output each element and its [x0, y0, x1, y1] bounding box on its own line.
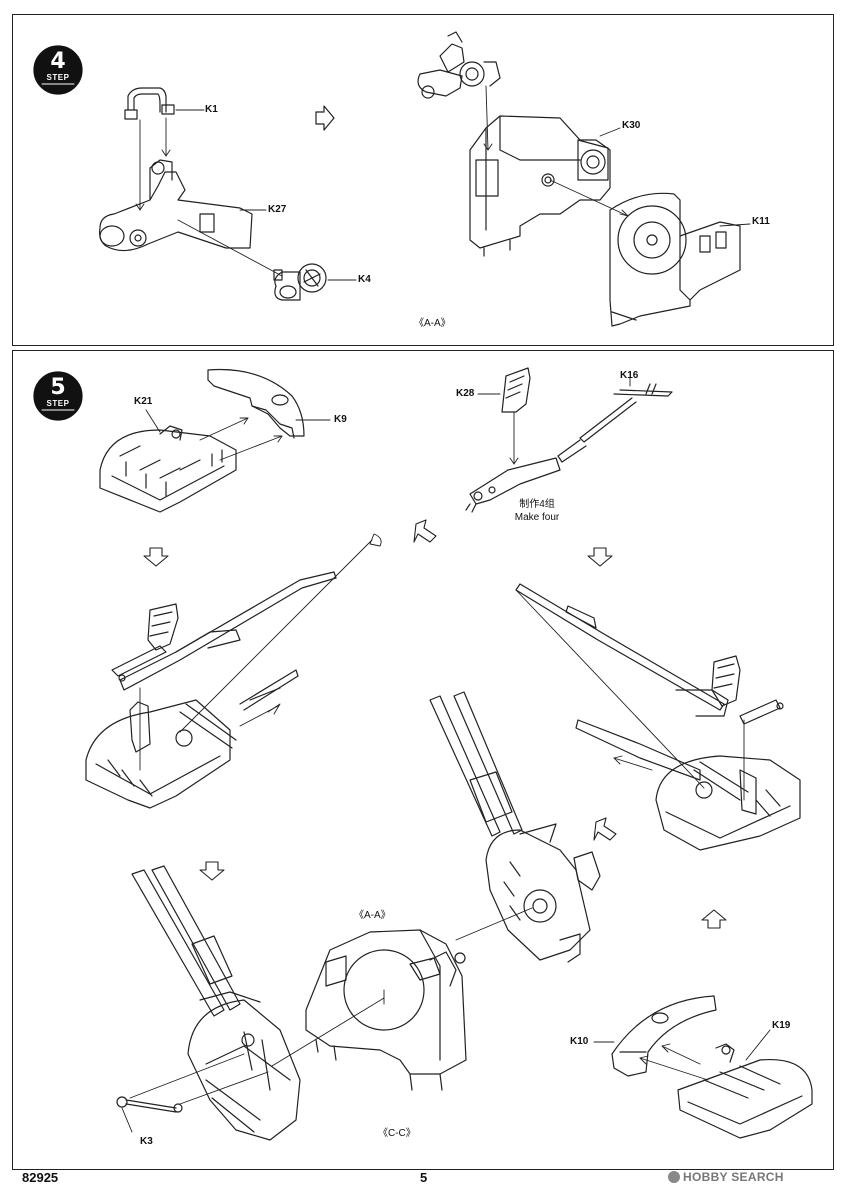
part-k10-drawing: [611, 995, 717, 1077]
step-4-label: STEP: [46, 73, 70, 82]
part-k27-drawing: [99, 159, 253, 252]
part-label-k11: K11: [752, 216, 770, 227]
watermark-text: HOBBY SEARCH: [683, 1170, 784, 1184]
assembly-center-drawing: [429, 691, 601, 963]
step-4-badge-shape: [33, 45, 83, 95]
watermark-logo-icon: [668, 1171, 680, 1183]
part-k30-drawing: [469, 115, 611, 257]
note-chinese: 制作4组: [519, 499, 555, 510]
part-label-k9: K9: [334, 414, 347, 425]
watermark: HOBBY SEARCH: [668, 1170, 784, 1184]
part-label-k3: K3: [140, 1136, 153, 1147]
part-k4-drawing: [273, 263, 327, 301]
step-4-number: 4: [50, 49, 66, 74]
assembly-bottom-left-drawing: [131, 865, 301, 1141]
part-label-k16: K16: [620, 370, 639, 381]
part-label-k30: K30: [622, 120, 641, 131]
step-5-panel: [12, 350, 834, 1170]
make-four-note: 制作4组 Make four: [492, 498, 582, 524]
part-label-k4: K4: [358, 274, 371, 285]
part-label-k1: K1: [205, 104, 218, 115]
kit-number: 82925: [22, 1170, 59, 1185]
step-5-badge: 5 STEP: [35, 373, 81, 419]
part-k1-drawing: [124, 87, 175, 120]
step-5-number: 5: [50, 375, 66, 400]
section-label-aa-step5: 《A-A》: [354, 910, 391, 921]
step-4-badge: 4 STEP: [35, 47, 81, 93]
step-5-label: STEP: [46, 399, 70, 408]
subassembly-top-drawing: [417, 31, 501, 99]
part-k19-drawing: [677, 1043, 813, 1139]
assembly-left-mid-drawing: [85, 571, 337, 809]
part-k11-drawing: [609, 192, 741, 327]
assembly-right-mid-drawing: [515, 583, 801, 851]
part-k21-drawing: [99, 425, 237, 513]
step-5-badge-shape: [33, 371, 83, 421]
part-label-k28: K28: [456, 388, 475, 399]
part-k28-drawing: [501, 367, 531, 413]
section-label-aa-step4: 《A-A》: [414, 318, 451, 329]
step-4-panel: [12, 14, 834, 346]
assembly-aa-housing-drawing: [305, 929, 467, 1091]
part-k3-drawing: [116, 1096, 183, 1113]
part-k9-drawing: [207, 368, 305, 439]
note-english: Make four: [514, 512, 560, 523]
part-label-k21: K21: [134, 396, 153, 407]
part-label-k19: K19: [772, 1020, 791, 1031]
part-label-k10: K10: [570, 1036, 589, 1047]
part-k16-drawing: [465, 383, 673, 513]
part-label-k27: K27: [268, 204, 287, 215]
page-number: 5: [420, 1170, 428, 1185]
section-label-cc: 《C-C》: [378, 1128, 416, 1139]
